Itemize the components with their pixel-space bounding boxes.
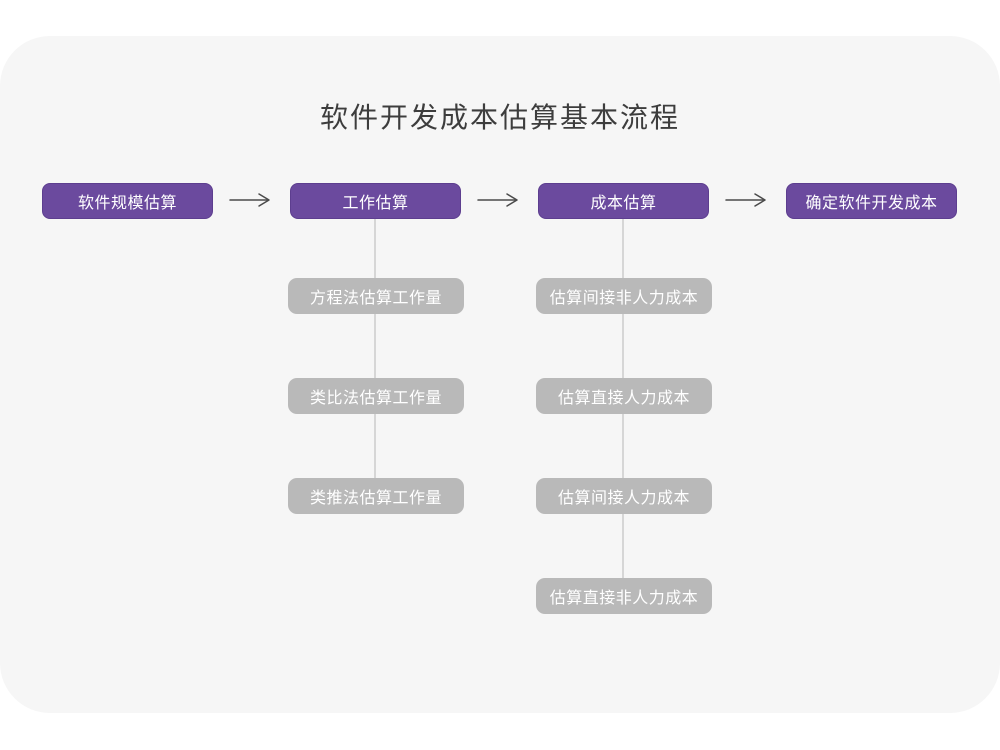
flow-arrow-icon: [229, 193, 270, 207]
diagram-title: 软件开发成本估算基本流程: [319, 102, 680, 133]
flow-arrow-icon: [477, 193, 518, 207]
node-equation-method-workload[interactable]: 方程法估算工作量: [288, 278, 464, 314]
node-software-scale-estimation[interactable]: 软件规模估算: [42, 183, 213, 219]
node-estimate-indirect-labor-cost[interactable]: 估算间接人力成本: [536, 478, 712, 514]
node-estimate-direct-labor-cost[interactable]: 估算直接人力成本: [536, 378, 712, 414]
node-determine-software-dev-cost[interactable]: 确定软件开发成本: [786, 183, 957, 219]
node-estimate-indirect-nonlabor-cost[interactable]: 估算间接非人力成本: [536, 278, 712, 314]
node-analogy-method-workload[interactable]: 类比法估算工作量: [288, 378, 464, 414]
flow-arrow-icon: [725, 193, 766, 207]
connector-line-work-estimation: [374, 219, 376, 497]
node-cost-estimation[interactable]: 成本估算: [538, 183, 709, 219]
node-extrapolation-method-workload[interactable]: 类推法估算工作量: [288, 478, 464, 514]
node-estimate-direct-nonlabor-cost[interactable]: 估算直接非人力成本: [536, 578, 712, 614]
diagram-card: [0, 36, 1000, 713]
node-work-estimation[interactable]: 工作估算: [290, 183, 461, 219]
